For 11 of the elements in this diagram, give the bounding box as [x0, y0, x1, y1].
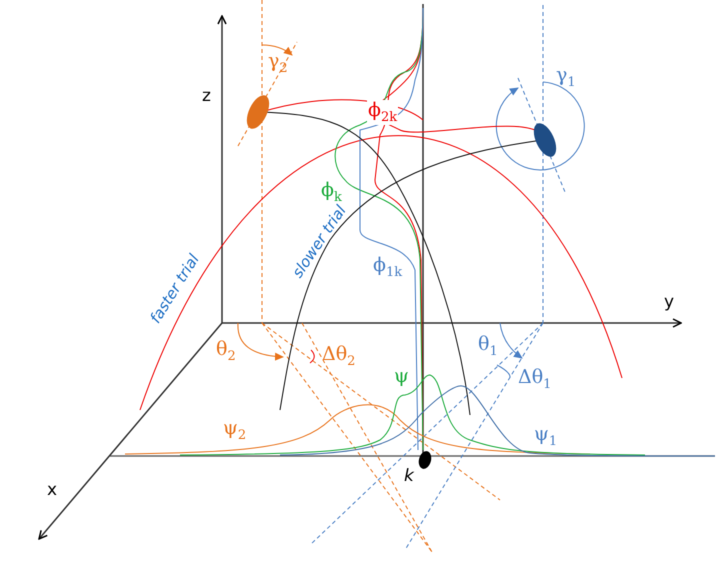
angle-label: θ$_{1}$: [478, 335, 498, 358]
angle-label: θ$_{2}$: [216, 340, 236, 363]
angle-label: γ$_{2}$: [268, 52, 288, 75]
curve-label: ϕ$_{2k}$: [367, 100, 398, 125]
angle-label: Δθ$_{2}$: [322, 345, 356, 368]
point-label: k: [404, 468, 414, 485]
axis-label: x: [47, 482, 58, 499]
axis-label: y: [664, 294, 674, 311]
angle-label: γ$_{1}$: [556, 66, 576, 89]
axis-label: z: [202, 88, 211, 105]
angle-label: Δθ$_{1}$: [518, 368, 552, 391]
